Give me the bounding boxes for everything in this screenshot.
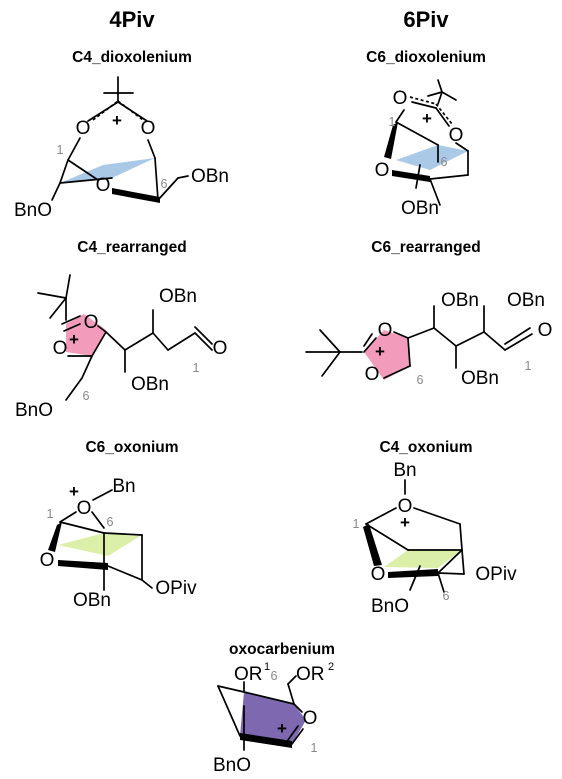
svg-text:OBn: OBn (507, 290, 545, 311)
svg-text:OBn: OBn (73, 590, 111, 611)
caption-c6-rearranged: C6_rearranged (371, 239, 480, 256)
svg-text:O: O (398, 496, 413, 517)
structure-c4-oxonium: C4_oxonium Bn O + O OPiv BnO 1 6 (353, 439, 518, 617)
svg-text:1: 1 (353, 517, 360, 531)
svg-text:OBn: OBn (401, 198, 439, 219)
structure-oxocarbenium: oxocarbenium O + OR 1 OR 2 BnO 6 1 (213, 641, 335, 776)
svg-text:O: O (371, 564, 386, 585)
caption-c4-dioxolenium: C4_dioxolenium (72, 49, 192, 66)
svg-text:O: O (141, 118, 156, 139)
svg-text:1: 1 (525, 359, 532, 373)
svg-text:1: 1 (311, 741, 318, 755)
svg-text:O: O (53, 338, 68, 359)
svg-text:+: + (277, 719, 287, 738)
purple-ring (240, 692, 306, 744)
svg-text:6: 6 (107, 515, 114, 529)
svg-text:O: O (40, 550, 55, 571)
blue-plane (60, 158, 155, 183)
svg-text:+: + (375, 342, 385, 361)
svg-text:O: O (375, 160, 390, 181)
svg-text:OBn: OBn (131, 374, 169, 395)
svg-text:6: 6 (161, 177, 168, 191)
svg-text:OR: OR (296, 664, 325, 685)
svg-text:+: + (69, 482, 79, 501)
svg-text:+: + (422, 109, 432, 128)
svg-text:1: 1 (57, 143, 64, 157)
svg-text:O: O (213, 338, 228, 359)
svg-text:O: O (76, 118, 91, 139)
green-plane (384, 550, 462, 568)
caption-c4-oxonium: C4_oxonium (379, 439, 472, 456)
svg-text:O: O (449, 125, 464, 146)
svg-text:BnO: BnO (15, 400, 53, 421)
svg-text:1: 1 (264, 661, 270, 673)
svg-text:BnO: BnO (371, 596, 409, 617)
svg-text:O: O (538, 320, 553, 341)
svg-text:+: + (400, 513, 410, 532)
svg-text:1: 1 (193, 361, 200, 375)
svg-text:6: 6 (441, 155, 448, 169)
svg-text:O: O (84, 312, 99, 333)
svg-text:O: O (96, 175, 111, 196)
caption-c6-oxonium: C6_oxonium (85, 439, 178, 456)
svg-text:O: O (303, 708, 318, 729)
structure-c6-dioxolenium: C6_dioxolenium + O O O OBn 1 6 (366, 49, 486, 219)
caption-oxocarbenium: oxocarbenium (229, 641, 335, 658)
svg-text:6: 6 (443, 589, 450, 603)
structure-c4-rearranged: C4_rearranged O + O O OBn OBn BnO 1 6 (15, 239, 227, 421)
svg-text:+: + (69, 330, 79, 349)
green-plane (58, 533, 142, 556)
svg-text:+: + (112, 111, 122, 130)
pink-ring (66, 314, 106, 356)
header-6piv: 6Piv (403, 7, 449, 32)
svg-text:6: 6 (417, 373, 424, 387)
svg-text:OBn: OBn (441, 290, 479, 311)
svg-text:Bn: Bn (393, 460, 416, 481)
caption-c6-dioxolenium: C6_dioxolenium (366, 49, 486, 66)
svg-text:1: 1 (389, 115, 396, 129)
svg-text:6: 6 (271, 669, 278, 683)
blue-plane (396, 145, 468, 170)
svg-text:OBn: OBn (159, 286, 197, 307)
svg-text:Bn: Bn (112, 476, 135, 497)
svg-text:OBn: OBn (191, 166, 229, 187)
svg-text:O: O (378, 320, 393, 341)
svg-text:O: O (77, 498, 92, 519)
svg-text:O: O (393, 88, 408, 109)
svg-text:OPiv: OPiv (475, 564, 517, 585)
structure-c6-oxonium: C6_oxonium + O Bn O OPiv OBn 1 6 (40, 439, 197, 611)
pink-ring (364, 330, 410, 380)
svg-text:6: 6 (83, 389, 90, 403)
structure-c4-dioxolenium: C4_dioxolenium + O O O OBn BnO 1 6 (14, 49, 229, 221)
svg-text:2: 2 (328, 661, 334, 673)
svg-text:O: O (365, 364, 380, 385)
svg-text:OBn: OBn (461, 368, 499, 389)
header-4piv: 4Piv (109, 7, 155, 32)
svg-text:OPiv: OPiv (155, 578, 197, 599)
svg-text:BnO: BnO (14, 200, 52, 221)
svg-text:1: 1 (47, 507, 54, 521)
svg-text:BnO: BnO (213, 755, 251, 774)
svg-text:OR: OR (234, 664, 263, 685)
structure-c6-rearranged: C6_rearranged O + O O OBn OBn OBn 1 6 (305, 239, 553, 389)
caption-c4-rearranged: C4_rearranged (77, 239, 186, 256)
